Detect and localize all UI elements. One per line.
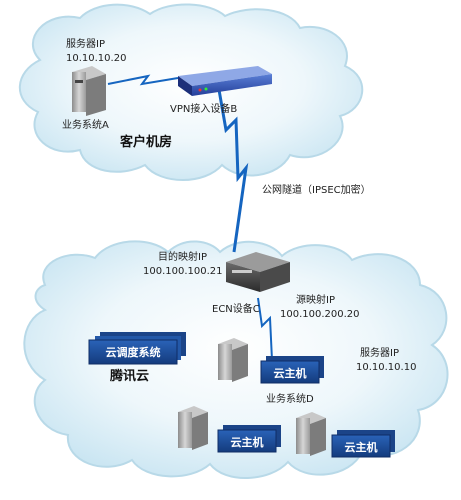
vpn-device-label: VPN接入设备B: [170, 102, 237, 115]
scheduler-label: 云调度系统: [106, 345, 161, 359]
cloud-server-3-icon: [296, 412, 326, 456]
dest-map-label: 目的映射IP: [158, 250, 207, 263]
customer-server-ip: 10.10.10.20: [66, 53, 126, 64]
customer-server-label: 服务器IP: [66, 37, 105, 50]
cloud-host-label-2: 云主机: [231, 435, 264, 449]
cloud-server-label: 服务器IP: [360, 346, 399, 359]
ecn-device-label: ECN设备C: [212, 302, 260, 315]
tencent-cloud-title: 腾讯云: [109, 368, 149, 384]
src-map-ip: 100.100.200.20: [280, 309, 360, 320]
lan-link-a-b: [107, 74, 179, 86]
customer-room-title: 客户机房: [120, 134, 172, 150]
dest-map-ip: 100.100.100.21: [143, 266, 223, 277]
system-d-label: 业务系统D: [266, 392, 314, 405]
ecn-device-c-icon: [226, 252, 290, 292]
cloud-host-box-3: 云主机: [331, 430, 395, 458]
cloud-host-label-1: 云主机: [274, 366, 307, 380]
vpn-device-b-icon: [178, 66, 272, 96]
cloud-server-2-icon: [178, 406, 208, 450]
cloud-server-ip: 10.10.10.10: [356, 362, 416, 373]
lan-link-c-d: [257, 297, 273, 361]
system-a-label: 业务系统A: [62, 118, 109, 131]
cloud-host-box-1: 云主机: [260, 356, 324, 384]
scheduler-system-box: 云调度系统: [88, 332, 186, 365]
cloud-host-label-3: 云主机: [345, 440, 378, 454]
server-a-icon: [72, 66, 106, 116]
cloud-host-box-2: 云主机: [217, 425, 281, 453]
tunnel-label: 公网隧道（IPSEC加密）: [262, 183, 371, 196]
ipsec-tunnel-link: [216, 83, 249, 253]
cloud-server-1-icon: [218, 338, 248, 382]
src-map-label: 源映射IP: [296, 293, 335, 306]
